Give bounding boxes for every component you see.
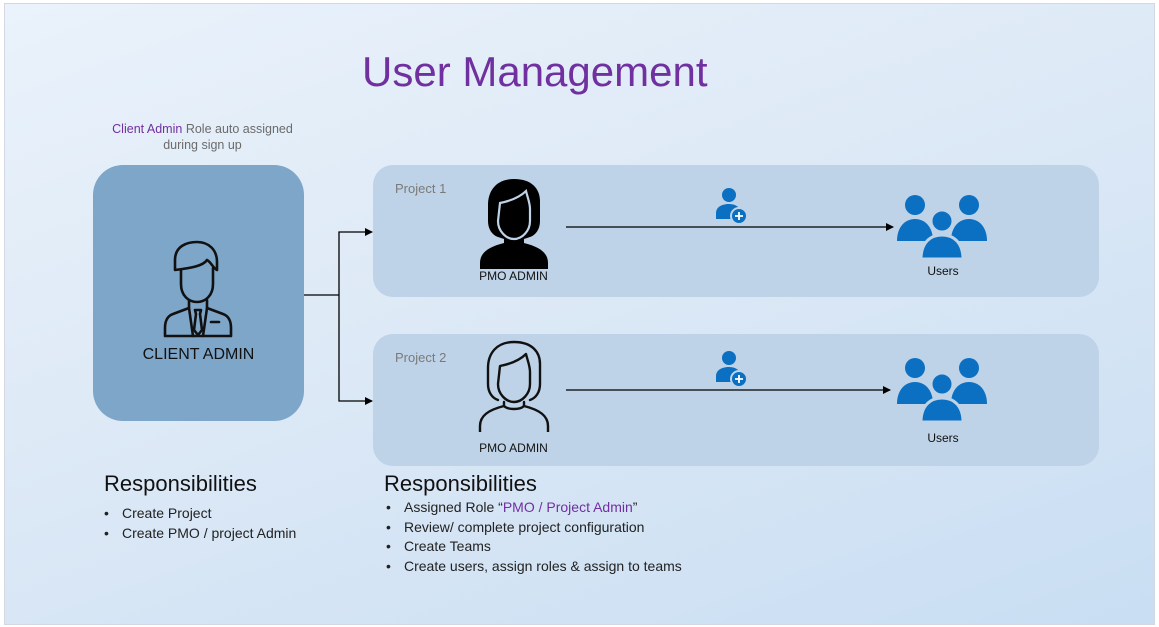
assigned-role-suffix: ”	[632, 499, 638, 515]
list-item: Create PMO / project Admin	[102, 524, 296, 544]
add-user-icon[interactable]	[716, 348, 748, 388]
assigned-role-highlight: PMO / Project Admin	[502, 499, 633, 515]
assigned-role-prefix: Assigned Role “	[404, 499, 503, 515]
page-title: User Management	[362, 48, 708, 95]
project-2-label: Project 2	[395, 350, 447, 365]
list-item: Review/ complete project configuration	[384, 518, 682, 538]
role-note: Client Admin Role auto assigned during s…	[100, 121, 305, 153]
list-item: Create Teams	[384, 537, 682, 557]
list-item: Assigned Role “PMO / Project Admin”	[384, 498, 682, 518]
project-1-box: Project 1 PMO ADMIN Users	[373, 165, 1099, 297]
users-group-icon[interactable]	[895, 356, 989, 426]
role-note-line2: during sign up	[163, 138, 242, 152]
client-responsibilities-list: Create Project Create PMO / project Admi…	[102, 504, 296, 543]
add-user-icon[interactable]	[716, 185, 748, 225]
connector-to-project-1	[338, 228, 373, 295]
woman-filled-icon	[480, 179, 548, 269]
project-1-label: Project 1	[395, 181, 447, 196]
users-label: Users	[927, 264, 959, 278]
businessman-icon	[163, 240, 233, 338]
role-note-highlight: Client Admin	[112, 122, 183, 136]
users-label: Users	[927, 431, 959, 445]
woman-outline-icon	[478, 340, 550, 432]
connector-to-project-2	[338, 295, 373, 405]
pmo-admin-label: PMO ADMIN	[479, 269, 548, 283]
client-admin-label: CLIENT ADMIN	[142, 346, 255, 363]
pmo-admin-label: PMO ADMIN	[479, 441, 548, 455]
pmo-responsibilities-heading: Responsibilities	[384, 471, 537, 496]
project-2-box: Project 2 PMO ADMIN Users	[373, 334, 1099, 466]
client-responsibilities-heading: Responsibilities	[104, 471, 257, 496]
list-item: Create Project	[102, 504, 296, 524]
role-note-text: Role auto assigned	[182, 122, 293, 136]
list-item: Create users, assign roles & assign to t…	[384, 557, 682, 577]
users-group-icon[interactable]	[895, 193, 989, 263]
client-admin-box: CLIENT ADMIN	[93, 165, 304, 421]
pmo-responsibilities-list: Assigned Role “PMO / Project Admin” Revi…	[384, 498, 682, 576]
